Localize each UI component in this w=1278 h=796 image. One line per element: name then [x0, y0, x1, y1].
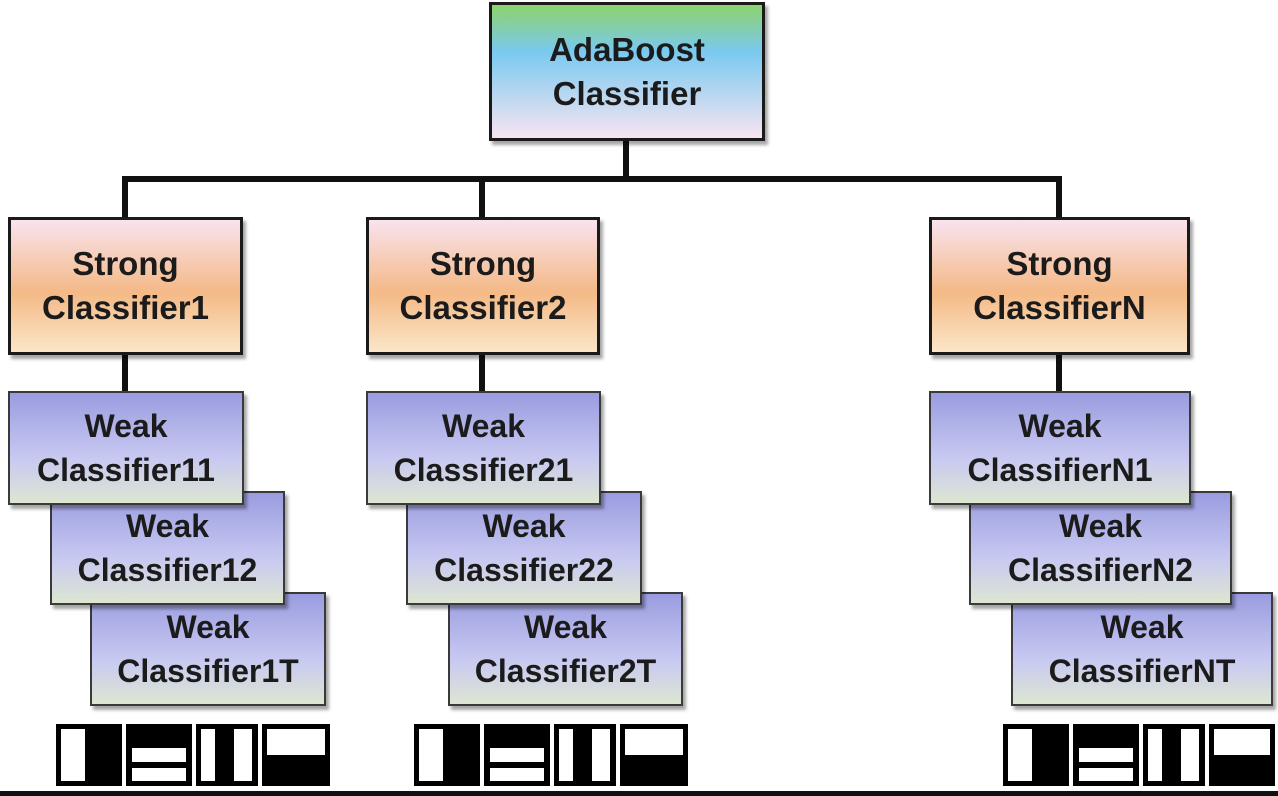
edge-feature-vertical-icon [56, 724, 122, 786]
weak-classifier-22-node: Weak Classifier22 [406, 491, 642, 605]
node-label-line2: ClassifierN2 [1008, 552, 1193, 588]
adaboost-classifier-node: AdaBoost Classifier [489, 2, 765, 141]
line-feature-vertical-icon [1143, 724, 1205, 786]
edge-feature-horizontal-icon [484, 724, 550, 786]
node-label-line2: ClassifierN1 [967, 452, 1153, 488]
haar-features-group-n [1003, 724, 1275, 786]
corner-feature-icon [1209, 724, 1275, 786]
node-label-line1: Strong [72, 245, 179, 282]
edge-feature-vertical-icon [414, 724, 480, 786]
line-feature-vertical-icon [554, 724, 616, 786]
strong-classifier-n-node: Strong ClassifierN [929, 217, 1190, 355]
weak-classifier-2t-node: Weak Classifier2T [448, 592, 683, 706]
edge-feature-vertical-icon [1003, 724, 1069, 786]
node-label-line1: Weak [441, 408, 525, 444]
node-label-line1: Strong [429, 245, 537, 282]
node-label-line1: Weak [166, 609, 250, 645]
weak-classifier-n2-node: Weak ClassifierN2 [969, 491, 1232, 605]
edge-feature-horizontal-icon [126, 724, 192, 786]
node-label-line1: Weak [125, 508, 209, 544]
node-label-line1: Weak [1058, 508, 1142, 544]
bottom-border [0, 791, 1278, 796]
weak-classifier-21-node: Weak Classifier21 [366, 391, 601, 505]
node-label-line2: Classifier2 [399, 289, 567, 326]
node-label-line1: Strong [1006, 245, 1113, 282]
weak-classifier-1t-node: Weak Classifier1T [90, 592, 326, 706]
node-label-line1: Weak [482, 508, 566, 544]
haar-features-group-2 [414, 724, 688, 786]
haar-features-group-1 [56, 724, 330, 786]
weak-classifier-n1-node: Weak ClassifierN1 [929, 391, 1191, 505]
node-label-line2: ClassifierNT [1048, 653, 1236, 689]
node-label-line1: Weak [1100, 609, 1184, 645]
node-label-line2: Classifier11 [37, 452, 215, 488]
node-label-line2: Classifier22 [434, 552, 614, 588]
weak-classifier-11-node: Weak Classifier11 [8, 391, 244, 505]
node-label-line2: Classifier [552, 74, 702, 112]
strong-classifier-2-node: Strong Classifier2 [366, 217, 600, 355]
corner-feature-icon [262, 724, 330, 786]
node-label-line2: ClassifierN [973, 289, 1146, 326]
corner-feature-icon [620, 724, 688, 786]
strong-classifier-1-node: Strong Classifier1 [8, 217, 243, 355]
node-label-line1: Weak [523, 609, 607, 645]
node-label-line1: Weak [84, 408, 168, 444]
node-label-line2: Classifier1 [42, 289, 209, 326]
node-label-line1: Weak [1018, 408, 1102, 444]
weak-classifier-12-node: Weak Classifier12 [50, 491, 285, 605]
weak-classifier-nt-node: Weak ClassifierNT [1011, 592, 1273, 706]
node-label-line2: Classifier1T [117, 653, 299, 689]
edge-feature-horizontal-icon [1073, 724, 1139, 786]
line-feature-vertical-icon [196, 724, 258, 786]
node-label-line2: Classifier12 [77, 552, 258, 588]
node-label-line2: Classifier21 [393, 452, 574, 488]
node-label-line1: AdaBoost [549, 30, 705, 68]
node-label-line2: Classifier2T [474, 653, 657, 689]
